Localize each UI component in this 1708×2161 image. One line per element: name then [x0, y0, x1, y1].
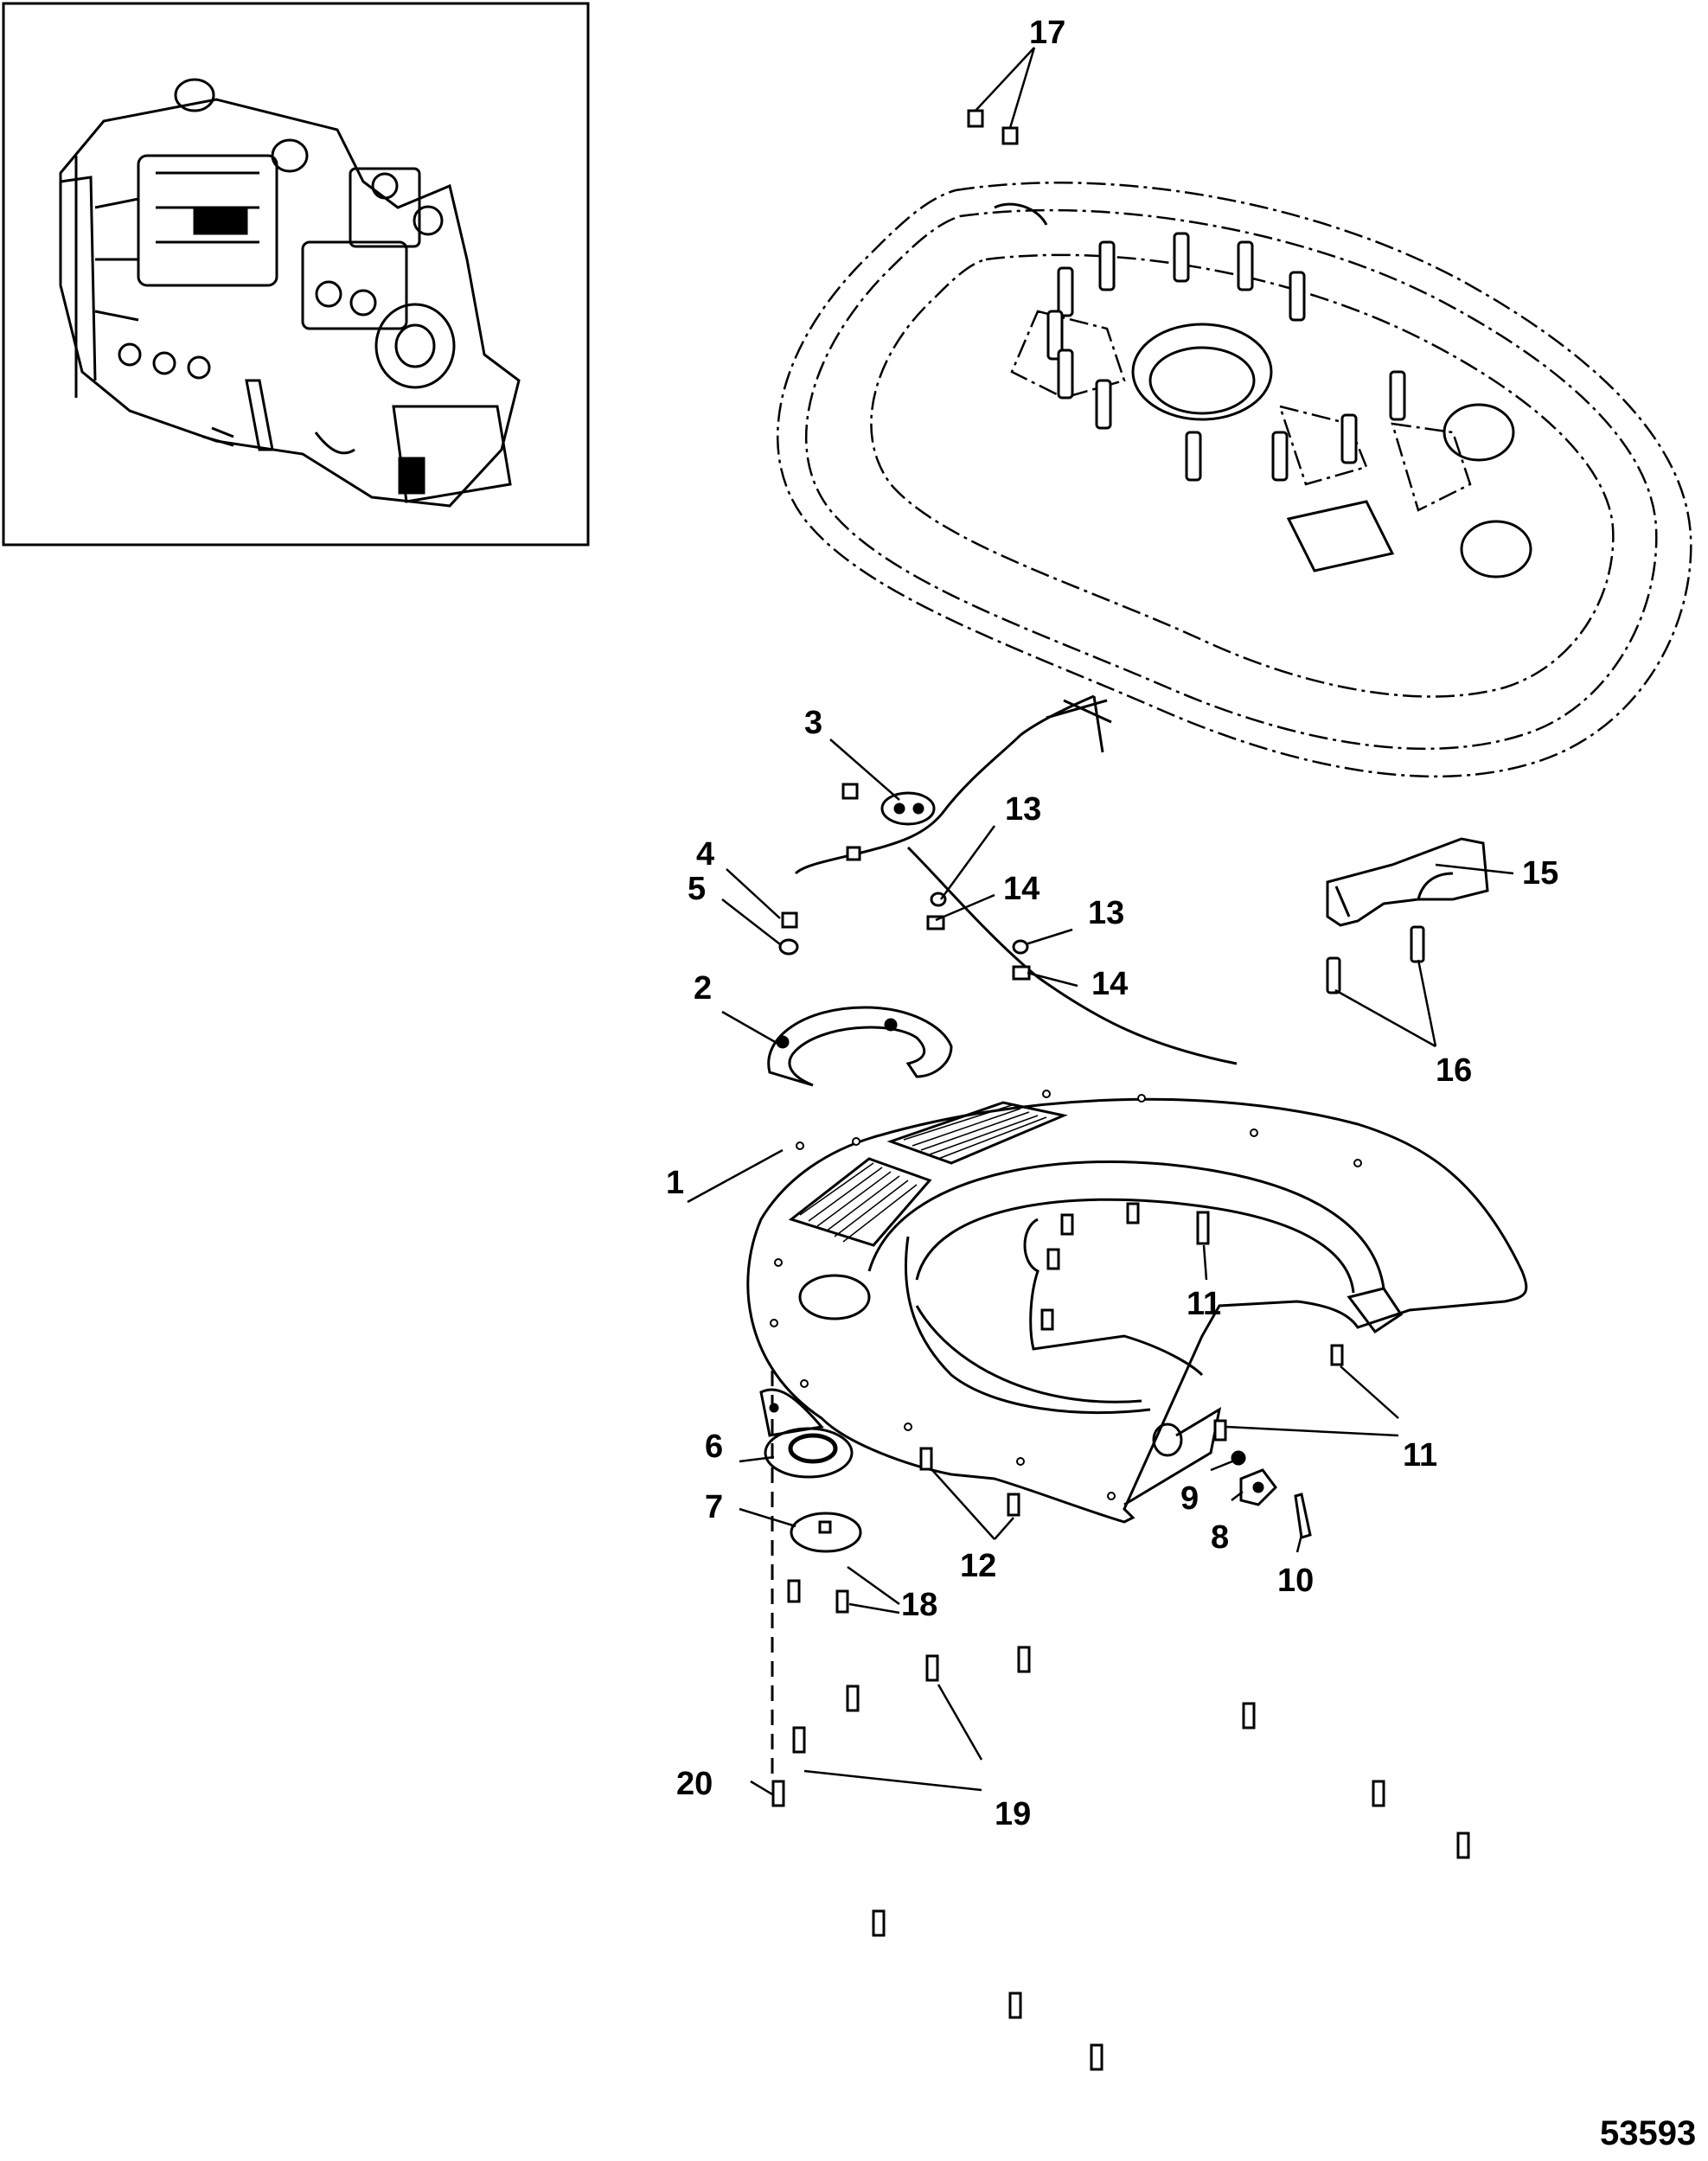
transmission-assembly-illustration [59, 78, 521, 508]
callout-14-lower: 14 [1091, 966, 1128, 1002]
callout-7: 7 [705, 1489, 723, 1525]
retaining-clamp [767, 1006, 953, 1087]
callout-18: 18 [901, 1587, 937, 1623]
figure-number: 53593 [1600, 2114, 1696, 2152]
housing-studs [1046, 232, 1406, 482]
sensor-8 [1231, 1450, 1312, 1539]
callout-11-lower: 11 [1403, 1437, 1437, 1474]
mount-bracket [1326, 837, 1489, 994]
small-hardware [778, 783, 1031, 981]
flywheel-housing-phantom [776, 182, 1692, 778]
sensor-harness [794, 694, 1238, 1065]
callout-10: 10 [1277, 1563, 1314, 1599]
callout-15: 15 [1522, 855, 1558, 892]
callout-20: 20 [676, 1766, 713, 1802]
plate-studs-11 [1040, 1202, 1344, 1442]
callout-16: 16 [1436, 1052, 1472, 1089]
callout-1: 1 [666, 1165, 684, 1201]
callout-labels: 17 3 4 5 13 14 13 14 15 16 2 1 11 11 6 7… [666, 15, 1696, 2152]
callout-12: 12 [960, 1548, 996, 1584]
callout-9: 9 [1180, 1480, 1199, 1517]
callout-13-upper: 13 [1005, 791, 1041, 828]
callout-8: 8 [1211, 1519, 1229, 1556]
inset-frame [2, 2, 590, 547]
callout-3: 3 [804, 705, 822, 741]
inspection-cover [759, 1388, 854, 1479]
callout-6: 6 [705, 1429, 723, 1465]
callout-19: 19 [995, 1796, 1031, 1832]
callout-5: 5 [688, 871, 706, 907]
plate-holes [770, 1090, 1362, 1500]
flywheel-housing-solid-details [994, 202, 1532, 579]
callout-17: 17 [1029, 15, 1065, 51]
cover-plate [746, 1097, 1528, 1524]
access-plug [790, 1512, 862, 1553]
callout-14-upper: 14 [1003, 871, 1040, 907]
callout-2: 2 [694, 970, 712, 1007]
callout-4: 4 [696, 836, 714, 873]
loose-screws [771, 1447, 1470, 2071]
callout-11-upper: 11 [1187, 1286, 1221, 1322]
callout-13-lower: 13 [1088, 895, 1124, 931]
leader-lines [687, 47, 1514, 1796]
